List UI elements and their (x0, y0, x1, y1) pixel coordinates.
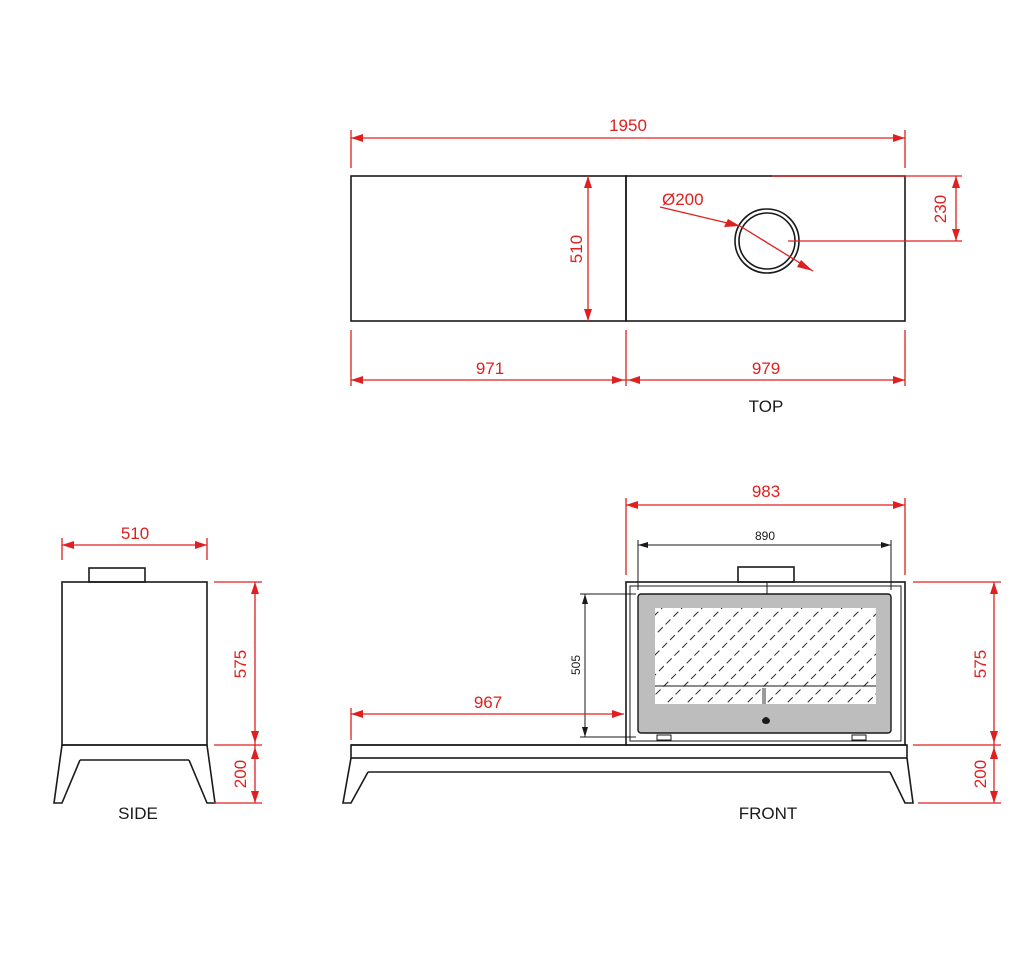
glass-hatch-line (655, 608, 743, 696)
front-flue-collar (737, 566, 795, 583)
front-view-label: FRONT (739, 804, 798, 823)
glass-hatch-line (745, 608, 843, 704)
glass-hatch-line (825, 653, 876, 704)
dim-967: 967 (350, 693, 624, 740)
glass-hatch-line (765, 608, 863, 704)
dim-983-label: 983 (752, 482, 780, 501)
dim-890-label: 890 (755, 529, 775, 543)
dim-flue-diameter-label: Ø200 (662, 190, 704, 209)
dim-505-label: 505 (569, 655, 583, 675)
dim-flue-diameter: Ø200 (659, 190, 814, 272)
side-leg-left (53, 744, 81, 804)
glass-hatch-line (540, 600, 650, 710)
glass-hatch-line (705, 608, 803, 704)
dim-side-510: 510 (61, 524, 208, 560)
glass-hatch-line (845, 673, 876, 704)
dim-1950: 1950 (350, 116, 906, 168)
front-bench-plate (350, 744, 908, 759)
front-stove-outer (625, 581, 906, 746)
side-body-outline (61, 581, 208, 746)
dim-1950-label: 1950 (609, 116, 647, 135)
dim-front-200-label: 200 (971, 760, 990, 788)
dim-971-label: 971 (476, 359, 504, 378)
glass-hatch-line (725, 608, 823, 704)
front-foot-left (656, 734, 672, 741)
dim-front-575-label: 575 (971, 650, 990, 678)
top-stove-outline (625, 175, 906, 322)
dim-230-label: 230 (931, 195, 950, 223)
glass-hatch-line (785, 613, 876, 704)
dim-top-510-label: 510 (567, 235, 586, 263)
dim-971-979: 971 979 (350, 330, 906, 386)
glass-hatch-line (685, 608, 783, 704)
front-door-handle (762, 688, 766, 704)
front-view: 983 890 505 967 (342, 482, 1001, 823)
side-view-label: SIDE (118, 804, 158, 823)
side-view: 510 575 200 SIDE (53, 524, 262, 823)
dim-230: 230 (772, 175, 962, 242)
dim-side-200-label: 200 (231, 760, 250, 788)
dim-side-510-label: 510 (121, 524, 149, 543)
front-logo-mark (762, 717, 770, 724)
dim-979-label: 979 (752, 359, 780, 378)
glass-reflection-hatch (540, 600, 876, 710)
top-view-label: TOP (749, 397, 784, 416)
dim-side-575-label: 575 (231, 650, 250, 678)
side-flue-collar (88, 567, 146, 583)
dim-505: 505 (569, 593, 636, 738)
glass-hatch-line (655, 608, 723, 676)
dim-983: 983 (625, 482, 906, 575)
front-stove-inner (629, 585, 902, 742)
dim-top-510: 510 (567, 176, 592, 321)
top-view: 1950 510 Ø200 230 (350, 116, 962, 416)
glass-hatch-line (805, 633, 876, 704)
front-foot-right (851, 734, 867, 741)
dim-side-575-200: 575 200 (214, 581, 262, 804)
glass-hatch-line (665, 608, 763, 704)
dim-967-label: 967 (474, 693, 502, 712)
flue-outlet-inner (738, 212, 796, 270)
side-leg-right (188, 744, 216, 804)
front-leg-right (889, 757, 914, 804)
front-leg-left (342, 757, 369, 804)
dim-890: 890 (637, 529, 892, 590)
dim-front-575-200: 575 200 (913, 581, 1001, 804)
